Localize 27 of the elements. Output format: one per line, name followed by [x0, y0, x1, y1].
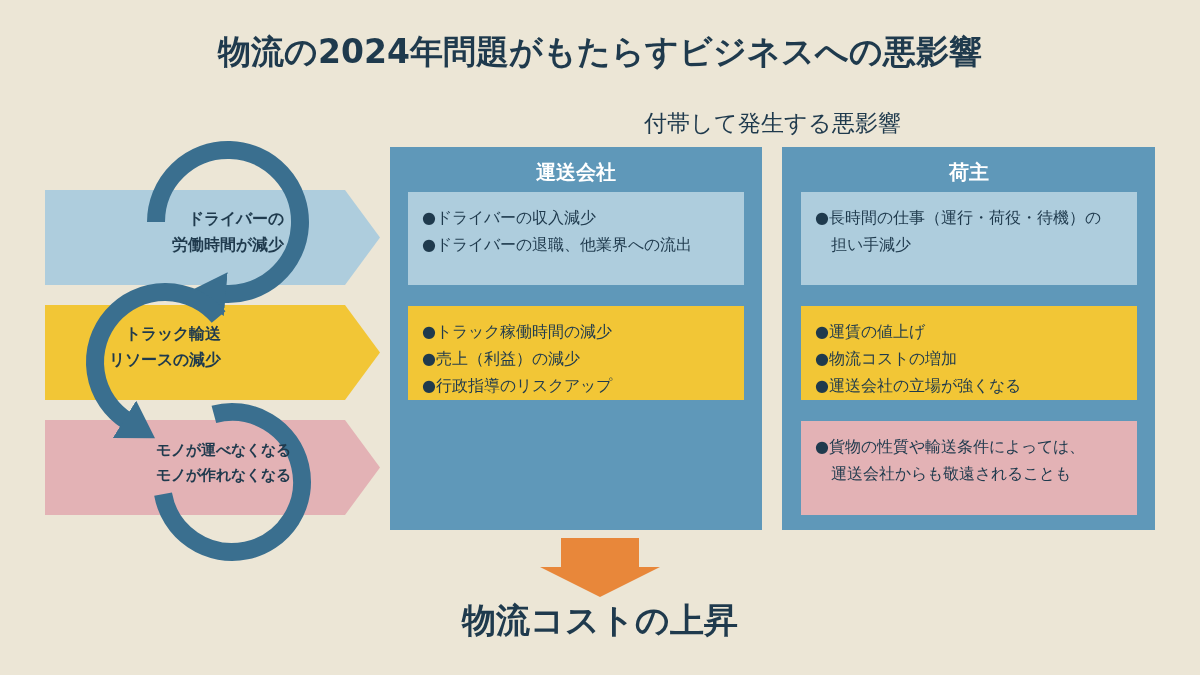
curved-arrow: [86, 283, 226, 440]
category-panel: [782, 147, 1155, 530]
band-label: トラック輸送リソースの減少: [109, 323, 221, 372]
impact-box: [408, 192, 744, 285]
band-label: ドライバーの労働時間が減少: [172, 208, 284, 257]
bullet-text: ●貨物の性質や輸送条件によっては、運送会社からも敬遠されることも: [815, 436, 1086, 485]
bullet-text: ●トラック稼働時間の減少: [422, 321, 613, 343]
bullet-text: ●ドライバーの退職、他業界への流出: [422, 234, 693, 256]
block-arrow: [540, 538, 660, 597]
bullet-text: ●売上（利益）の減少: [422, 348, 581, 370]
bullet-text: ●行政指導のリスクアップ: [422, 375, 614, 397]
panel-heading: 荷主: [947, 159, 990, 186]
panel-heading: 運送会社: [535, 159, 617, 186]
bullet-text: ●ドライバーの収入減少: [422, 207, 597, 229]
bullet-text: ●物流コストの増加: [815, 348, 958, 370]
section-heading: 付帯して発生する悪影響: [642, 109, 902, 138]
impact-box: [801, 421, 1137, 515]
category-panel: [390, 147, 762, 530]
band-label: モノが作れなくなる: [154, 464, 292, 486]
bullet-text: ●長時間の仕事（運行・荷役・待機）の担い手減少: [815, 207, 1102, 256]
impact-box: [801, 306, 1137, 400]
result-text: 物流コストの上昇: [460, 599, 739, 642]
bullet-text: ●運送会社の立場が強くなる: [815, 375, 1022, 397]
impact-box: [801, 192, 1137, 285]
impact-box: [408, 306, 744, 400]
bullet-text: ●運賃の値上げ: [815, 321, 926, 343]
title: 物流の2024年問題がもたらすビジネスへの悪影響: [216, 31, 983, 73]
